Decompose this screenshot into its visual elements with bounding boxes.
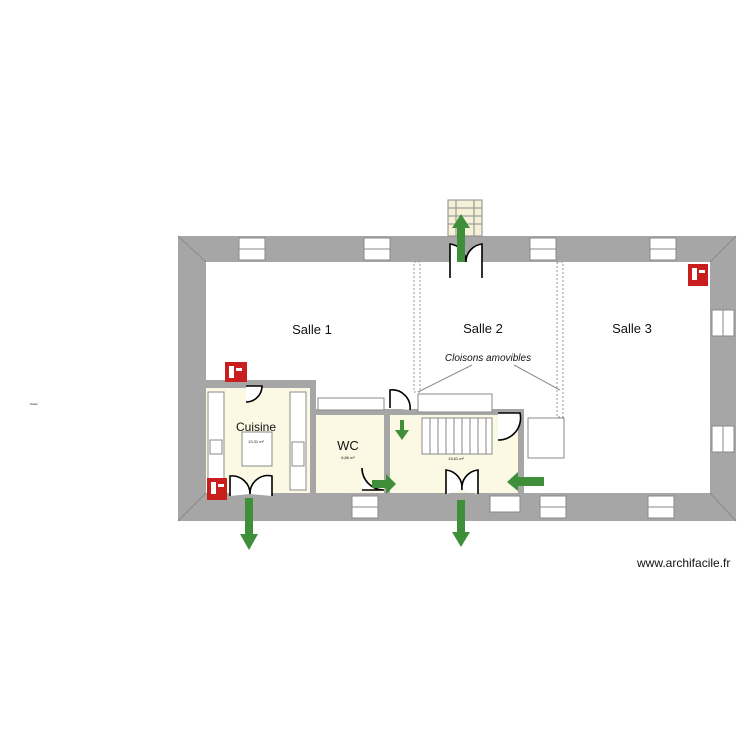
furniture-salle3 bbox=[527, 417, 565, 459]
watermark: www.archifacile.fr bbox=[636, 556, 730, 570]
exit-arrow-icon bbox=[240, 498, 258, 550]
fire-extinguisher-icon bbox=[225, 362, 247, 382]
exit-arrow-icon bbox=[395, 420, 409, 440]
fire-extinguisher-icon bbox=[207, 478, 227, 500]
fire-extinguisher-icon bbox=[688, 264, 708, 286]
windows bbox=[238, 237, 735, 519]
stairs-hall bbox=[421, 417, 493, 455]
room-label-salle2: Salle 2 bbox=[463, 321, 503, 336]
cloisons-annotation: Cloisons amovibles bbox=[445, 353, 531, 364]
room-label-salle1: Salle 1 bbox=[292, 322, 332, 337]
room-label-wc: WC bbox=[337, 438, 359, 453]
area-hall: 13,61 m² bbox=[448, 456, 464, 461]
exit-arrow-icon bbox=[452, 500, 470, 547]
area-cuisine: 13,31 m² bbox=[248, 439, 264, 444]
exit-arrow-icon bbox=[452, 214, 470, 262]
exit-arrows bbox=[240, 214, 544, 550]
kitchen-fixtures bbox=[207, 391, 307, 491]
movable-partitions bbox=[413, 261, 564, 418]
exit-arrow-icon bbox=[372, 474, 396, 494]
stairs-outside bbox=[447, 199, 483, 237]
room-label-salle3: Salle 3 bbox=[612, 321, 652, 336]
scale-label: Scale bbox=[30, 402, 38, 406]
room-label-cuisine: Cuisine bbox=[236, 420, 276, 434]
area-wc: 6,86 m² bbox=[341, 455, 355, 460]
exit-arrow-icon bbox=[507, 472, 544, 491]
floor-wc bbox=[316, 413, 384, 493]
